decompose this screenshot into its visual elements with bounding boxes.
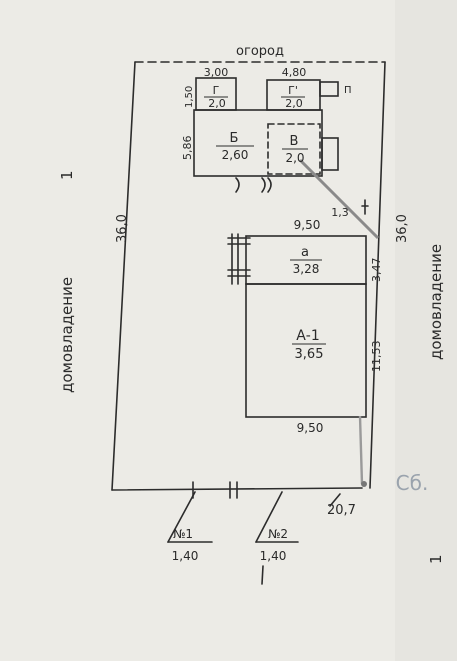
side-right-suffix: 1	[427, 554, 445, 564]
room-v-height: 2,0	[285, 151, 304, 165]
side-right-group: домовладение 1	[427, 244, 445, 564]
right-length: 36,0	[395, 214, 410, 243]
room-v-name: В	[290, 134, 299, 149]
room-g1-height: 2,0	[285, 97, 303, 110]
wall-arc	[261, 177, 266, 193]
gate-p-letter: П	[344, 85, 352, 96]
stamp-text: Сб.	[396, 471, 429, 495]
side-left-label: домовладение	[58, 277, 76, 393]
side-right-label: домовладение	[427, 244, 445, 360]
left-length: 36,0	[115, 214, 130, 243]
wall-arc	[267, 177, 272, 193]
veranda-a-outline	[245, 235, 367, 285]
dim-house-top: 9,50	[294, 218, 321, 232]
survey-point	[361, 481, 367, 487]
shed-annex	[321, 137, 339, 171]
paper-shadow	[395, 0, 457, 661]
gate-p-box	[319, 81, 339, 97]
plot-right-boundary	[369, 61, 386, 489]
room-a1-height: 3,65	[295, 347, 324, 362]
dim-shed-g-width: 3,00	[204, 66, 229, 79]
pencil-line	[358, 415, 364, 485]
wall-arc	[235, 177, 240, 193]
room-g1-name: Г'	[288, 84, 298, 97]
room-g-name: Г	[213, 84, 220, 97]
dim-house-side: 11,53	[370, 341, 383, 373]
gate-2-leader	[255, 491, 283, 543]
room-a1-name: А-1	[296, 328, 320, 344]
room-a-name: а	[301, 245, 309, 260]
side-left-group: домовладение 1	[58, 170, 76, 393]
gate-1-name: №1	[173, 527, 193, 541]
dim-shed-b-side: 5,86	[181, 136, 194, 161]
pencil-line	[298, 158, 380, 240]
dim-house-bottom: 9,50	[297, 421, 324, 435]
bottom-length: 20,7	[327, 503, 356, 518]
gate-2-name: №2	[268, 527, 288, 541]
plot-left-boundary	[111, 61, 136, 491]
shed-g-outline	[195, 77, 237, 111]
room-b-name: Б	[230, 131, 239, 146]
room-a-height: 3,28	[293, 262, 320, 276]
shed-v-outline	[267, 123, 321, 175]
room-b-height: 2,60	[222, 148, 249, 162]
gate-1-width: 1,40	[172, 549, 199, 563]
bottom-leader	[329, 493, 341, 507]
side-left-suffix: 1	[58, 170, 76, 180]
gate-2-tick	[261, 565, 264, 585]
gate-2-width: 1,40	[260, 549, 287, 563]
dim-corner-mark: 1,3	[331, 206, 349, 219]
garden-label: огород	[236, 44, 284, 59]
gate-1-leader	[167, 491, 196, 543]
dim-veranda-side: 3,47	[370, 258, 383, 283]
dim-shed-g1-width: 4,80	[282, 66, 307, 79]
room-g-height: 2,0	[208, 97, 226, 110]
dim-shed-g-side: 1,50	[184, 86, 195, 108]
